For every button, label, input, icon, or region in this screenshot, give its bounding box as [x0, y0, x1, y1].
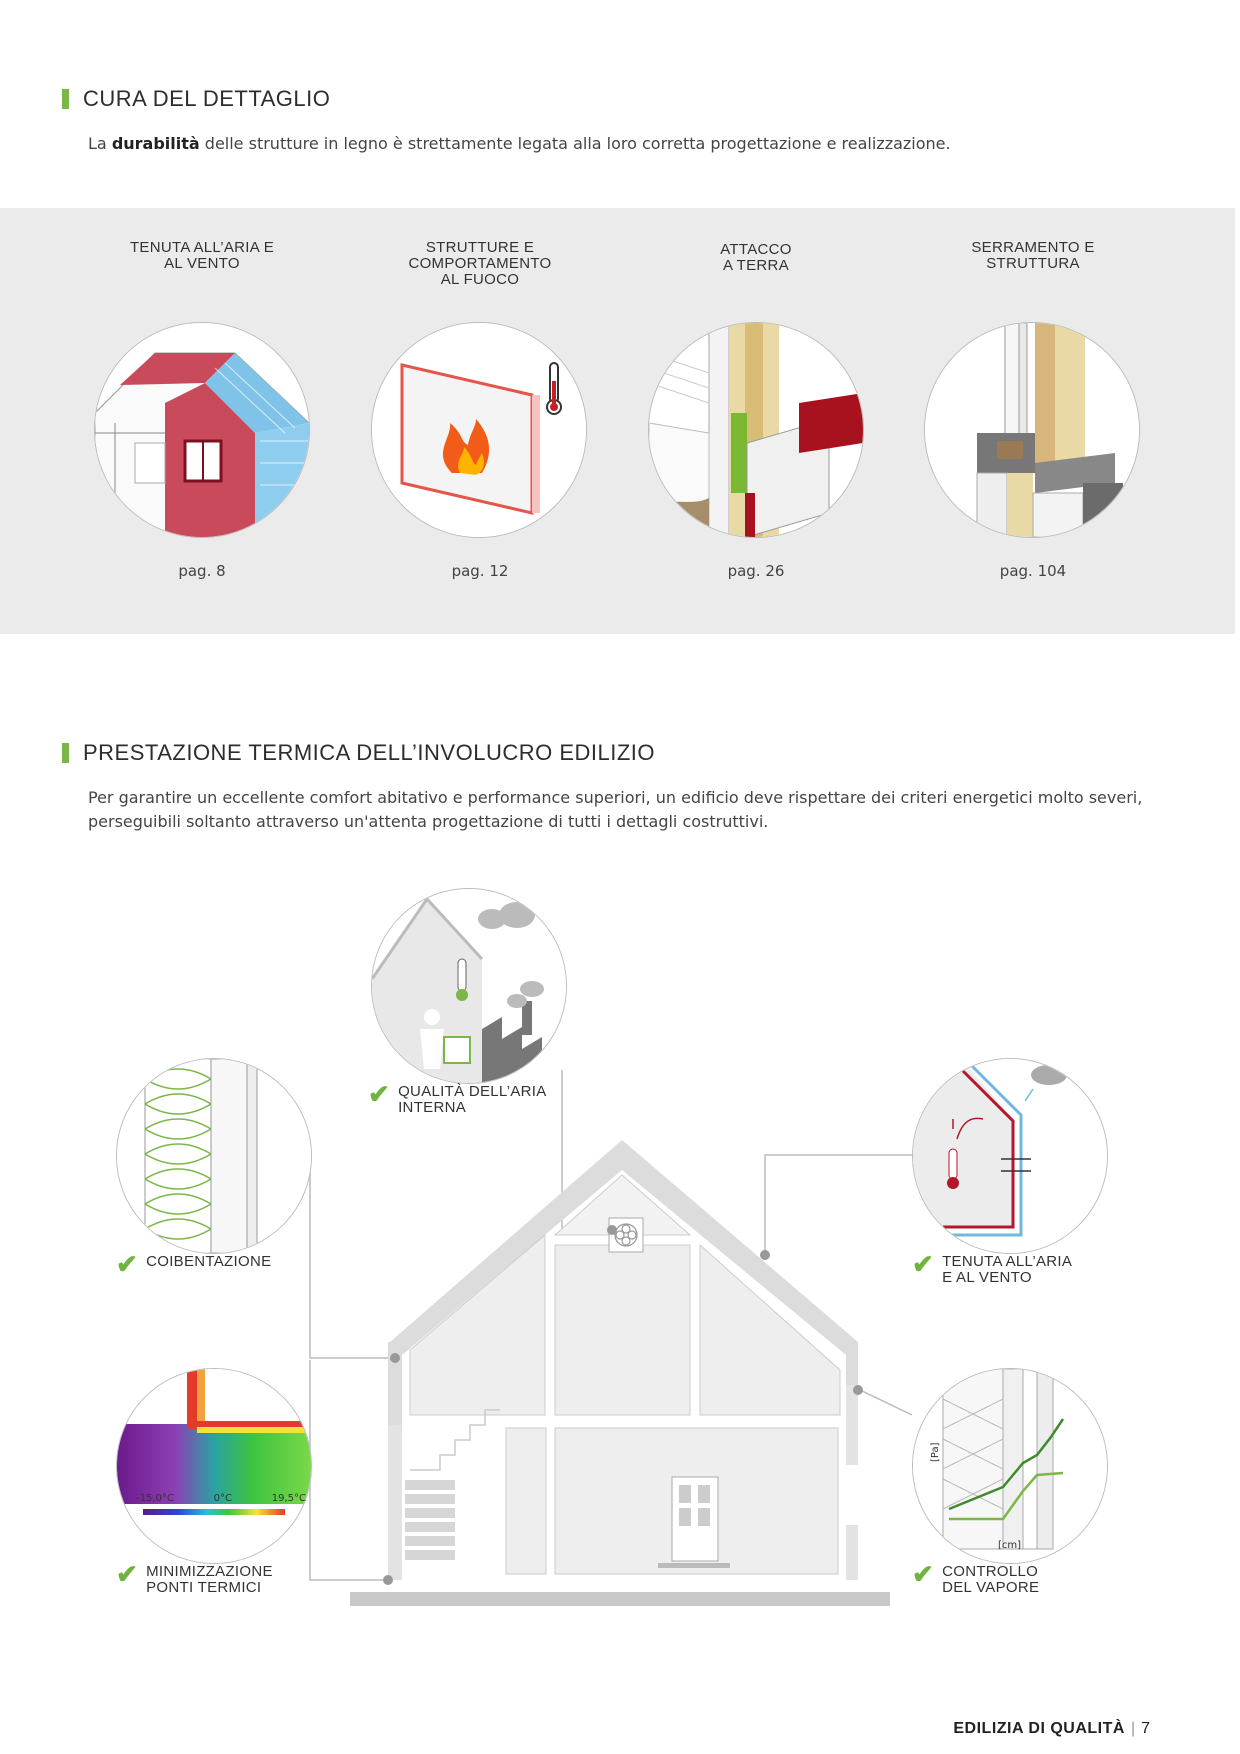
thermal-scale-labels: -15,0°C 0°C 19,5°C: [136, 1493, 306, 1504]
feature-label: COIBENTAZIONE: [146, 1253, 272, 1270]
title-marker: [62, 743, 69, 763]
footer-brand: EDILIZIA DI QUALITÀ: [953, 1720, 1125, 1737]
airtight-illustration[interactable]: [94, 322, 310, 538]
topic-airtight: TENUTA ALL’ARIA E AL VENTO: [102, 240, 302, 272]
feature-label: INTERNA: [398, 1099, 467, 1116]
check-icon: ✔: [116, 1559, 139, 1589]
window-illustration[interactable]: [924, 322, 1140, 538]
insulation-illustration: [116, 1058, 312, 1254]
topic-line: COMPORTAMENTO: [408, 255, 552, 272]
title-marker: [62, 89, 69, 109]
feature-label: QUALITÀ DELL’ARIA: [398, 1083, 547, 1100]
section-title-detail: CURA DEL DETTAGLIO: [62, 86, 330, 112]
page-ref[interactable]: pag. 12: [451, 562, 509, 580]
topic-line: AL VENTO: [164, 255, 240, 272]
feature-insulation: ✔ COIBENTAZIONE: [116, 1249, 272, 1279]
topic-fire: STRUTTURE E COMPORTAMENTO AL FUOCO: [380, 240, 580, 288]
topic-line: STRUTTURA: [986, 255, 1080, 272]
ground-illustration[interactable]: [648, 322, 864, 538]
lead-pre: La: [88, 134, 112, 153]
feature-label: DEL VAPORE: [942, 1579, 1040, 1596]
page-ref[interactable]: pag. 8: [178, 562, 226, 580]
section1-title: CURA DEL DETTAGLIO: [83, 86, 331, 111]
feature-label: TENUTA ALL’ARIA: [942, 1253, 1073, 1270]
topic-window: SERRAMENTO E STRUTTURA: [933, 240, 1133, 272]
topic-line: TENUTA ALL’ARIA E: [129, 239, 275, 256]
vapour-xlabel: [cm]: [998, 1540, 1022, 1551]
page-number: 7: [1141, 1720, 1150, 1737]
scale-min: -15,0°C: [136, 1493, 174, 1504]
fire-illustration[interactable]: [371, 322, 587, 538]
page-footer: EDILIZIA DI QUALITÀ | 7: [953, 1720, 1150, 1738]
section2-lead: Per garantire un eccellente comfort abit…: [88, 788, 1143, 831]
thermal-bridge-illustration: [116, 1368, 312, 1564]
feature-label: E AL VENTO: [942, 1269, 1032, 1286]
section2-title: PRESTAZIONE TERMICA DELL’INVOLUCRO EDILI…: [83, 740, 656, 765]
house-diagram: [309, 1070, 913, 1606]
check-icon: ✔: [912, 1559, 935, 1589]
lead-post: delle strutture in legno è strettamente …: [199, 134, 951, 153]
topic-line: SERRAMENTO E: [971, 239, 1095, 256]
vapour-ylabel: [Pa]: [930, 1442, 941, 1462]
air-quality-illustration: [371, 888, 567, 1084]
scale-max: 19,5°C: [271, 1493, 306, 1504]
check-icon: ✔: [116, 1249, 139, 1279]
page-ref[interactable]: pag. 104: [999, 562, 1067, 580]
footer-separator: |: [1130, 1720, 1136, 1737]
scale-mid: 0°C: [213, 1493, 232, 1504]
topic-ground: ATTACCO A TERRA: [656, 242, 856, 274]
airtight-envelope-illustration: [912, 1058, 1108, 1254]
check-icon: ✔: [912, 1249, 935, 1279]
feature-label: MINIMIZZAZIONE: [146, 1563, 273, 1580]
topic-line: A TERRA: [722, 257, 789, 274]
topic-line: AL FUOCO: [440, 271, 520, 288]
section1-lead: La durabilità delle strutture in legno è…: [88, 132, 1168, 156]
topic-line: ATTACCO: [720, 241, 792, 258]
check-icon: ✔: [368, 1079, 391, 1109]
topic-line: STRUTTURE E: [425, 239, 535, 256]
feature-label: PONTI TERMICI: [146, 1579, 262, 1596]
page-ref[interactable]: pag. 26: [727, 562, 785, 580]
feature-label: CONTROLLO: [942, 1563, 1039, 1580]
section-title-thermal: PRESTAZIONE TERMICA DELL’INVOLUCRO EDILI…: [62, 740, 655, 766]
vapour-control-illustration: [912, 1368, 1108, 1564]
lead-bold: durabilità: [111, 134, 200, 153]
